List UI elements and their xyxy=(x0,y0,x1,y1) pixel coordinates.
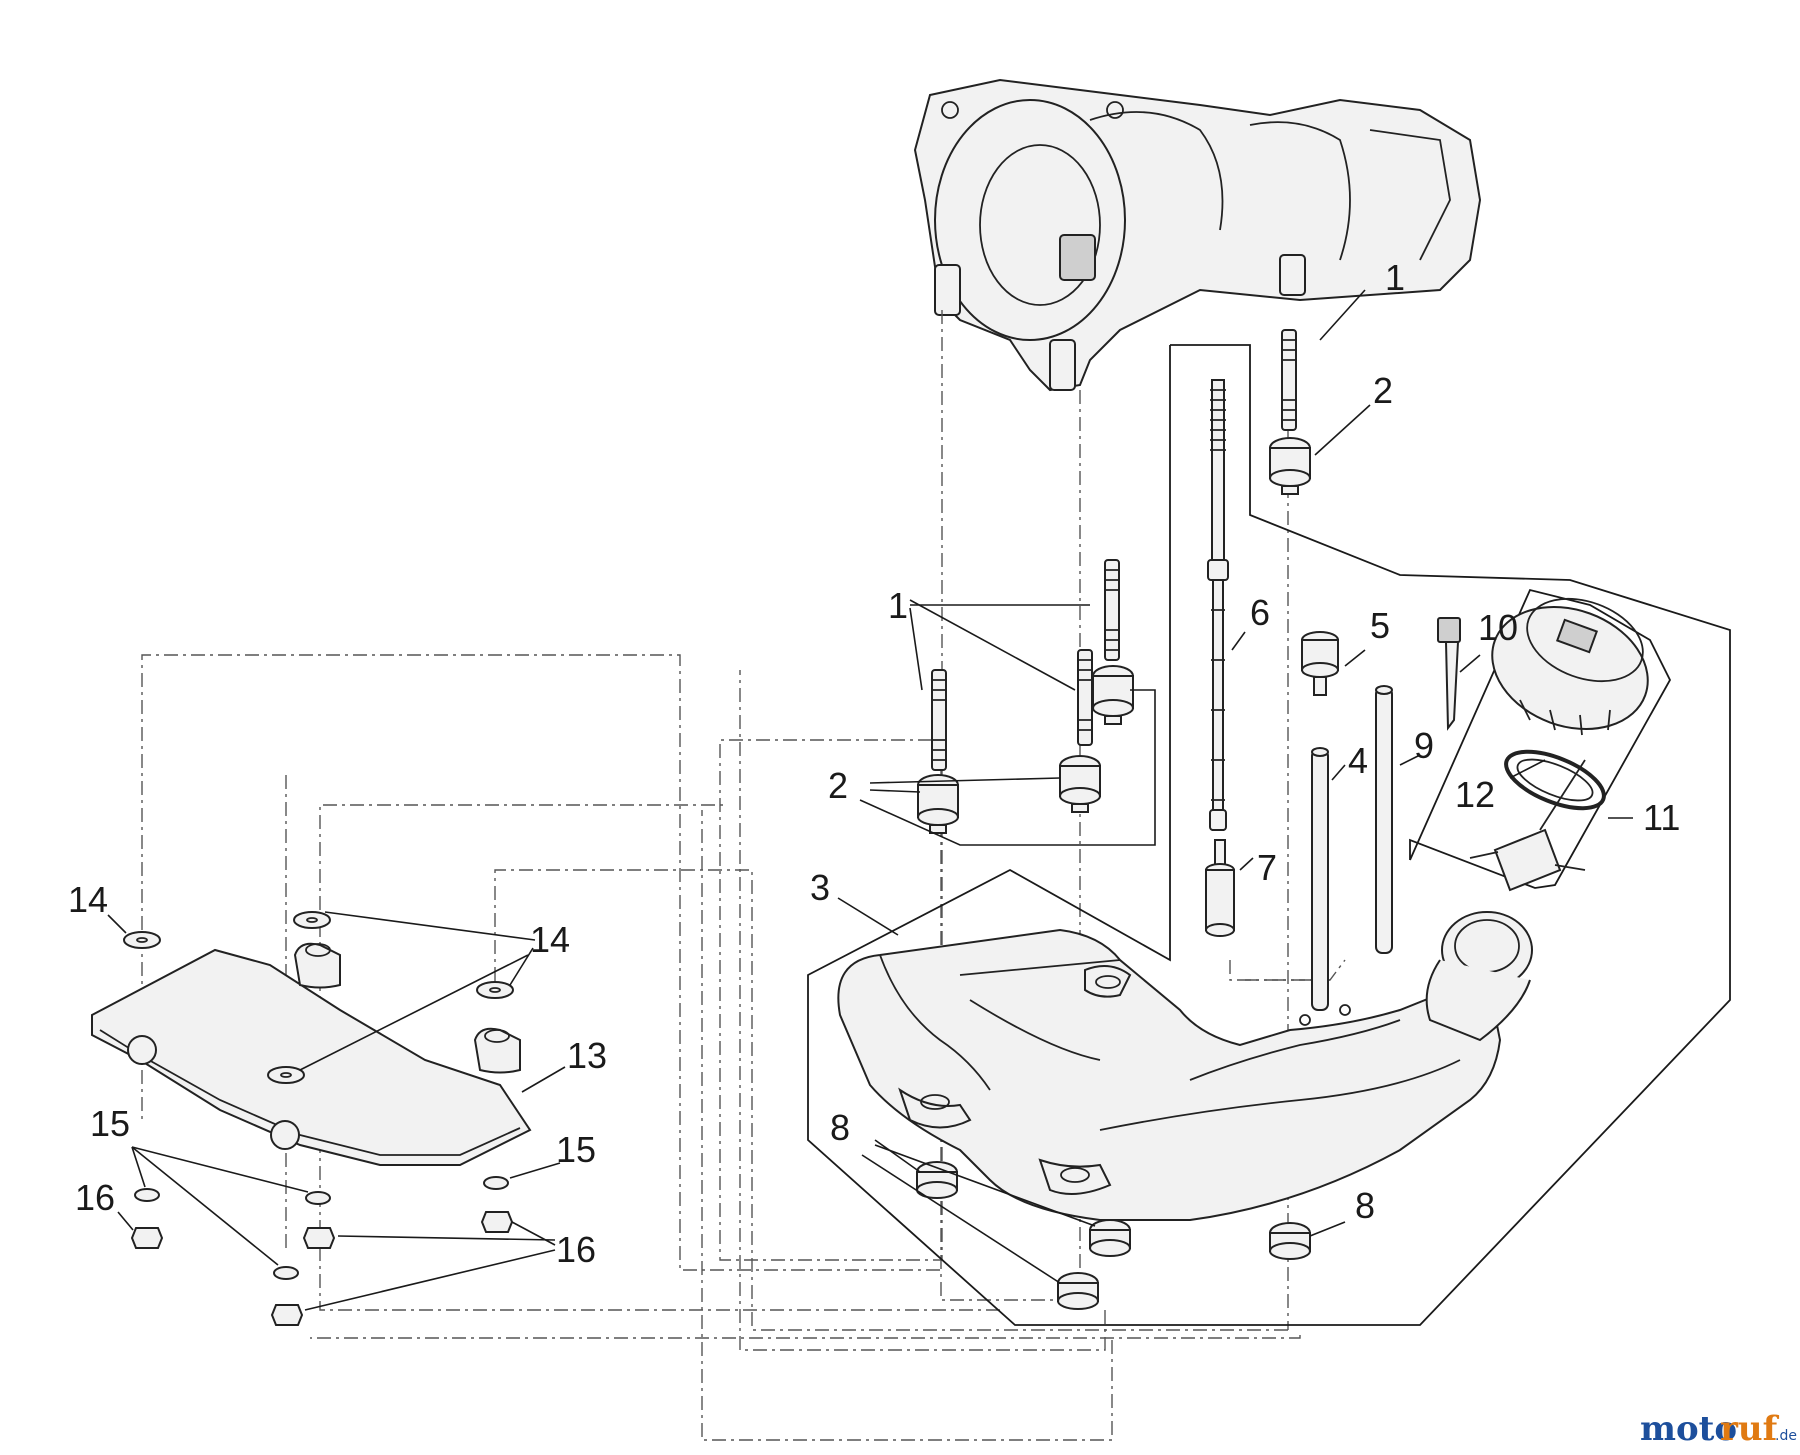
callout-4: 4 xyxy=(1348,740,1368,781)
washer-15-b xyxy=(305,1191,331,1205)
callout-1-mid: 1 xyxy=(888,585,908,626)
callout-14-right: 14 xyxy=(530,919,570,960)
callout-16-right: 16 xyxy=(556,1229,596,1270)
callout-9: 9 xyxy=(1414,725,1434,766)
bushing-mid-2 xyxy=(1059,755,1101,813)
rubber-mount-8-c xyxy=(1057,1272,1099,1310)
callout-8-right: 8 xyxy=(1355,1185,1375,1226)
watermark-part-a: moto xyxy=(1640,1409,1737,1449)
callout-6: 6 xyxy=(1250,592,1270,633)
callout-14-left: 14 xyxy=(68,879,108,920)
bushing-mid-1 xyxy=(917,774,959,834)
washer-14-d xyxy=(267,1066,305,1084)
callout-15-left: 15 xyxy=(90,1103,130,1144)
cable-tie xyxy=(1437,617,1461,731)
callout-10: 10 xyxy=(1478,607,1518,648)
fuel-cap-assembly xyxy=(1409,588,1672,892)
nut-16-d xyxy=(270,1304,304,1326)
callout-15-right: 15 xyxy=(556,1129,596,1170)
callout-2-mid: 2 xyxy=(828,765,848,806)
callout-5: 5 xyxy=(1370,605,1390,646)
callout-11: 11 xyxy=(1643,797,1680,838)
leader-lines xyxy=(107,289,1633,1311)
nut-16-a xyxy=(130,1227,164,1249)
washer-14-b xyxy=(293,911,331,929)
washer-14-a xyxy=(123,931,161,949)
watermark-suffix: .de xyxy=(1775,1428,1797,1444)
rubber-mount-8-a xyxy=(916,1161,958,1199)
washer-15-d xyxy=(273,1266,299,1280)
callout-8-left: 8 xyxy=(830,1107,850,1148)
fuel-filter xyxy=(1205,839,1235,937)
stud-right xyxy=(1281,329,1297,431)
grommet xyxy=(1301,631,1339,696)
rubber-mount-8-b xyxy=(1089,1219,1131,1257)
bushing-mid-3 xyxy=(1092,665,1134,725)
fuel-line-4 xyxy=(1311,747,1329,1011)
callout-1-top: 1 xyxy=(1385,257,1405,298)
engine-housing xyxy=(913,78,1482,392)
rubber-mount-8-d xyxy=(1269,1222,1311,1260)
nut-16-b xyxy=(302,1227,336,1249)
stud-mid-3 xyxy=(1104,559,1120,661)
fuel-tank xyxy=(837,911,1533,1221)
callout-2-top: 2 xyxy=(1373,370,1393,411)
callout-13: 13 xyxy=(567,1035,607,1076)
callout-labels: 1 2 1 2 3 6 5 10 4 9 12 11 7 8 8 14 14 1… xyxy=(68,257,1680,1270)
washer-15-c xyxy=(483,1176,509,1190)
alignment-lines xyxy=(141,310,1346,1441)
callout-12: 12 xyxy=(1455,774,1495,815)
nut-16-c xyxy=(480,1211,514,1233)
mounting-plate xyxy=(91,942,532,1166)
tank-group-outline xyxy=(807,344,1731,1326)
stud-mid-1 xyxy=(931,669,947,771)
fuel-pickup-line xyxy=(1207,379,1229,831)
callout-3: 3 xyxy=(810,867,830,908)
fuel-line-9 xyxy=(1375,685,1393,954)
stud-mid-2 xyxy=(1077,649,1093,746)
callout-16-left: 16 xyxy=(75,1177,115,1218)
watermark-logo: moto ruf .de xyxy=(1640,1409,1797,1449)
washer-15-a xyxy=(134,1188,160,1202)
callout-7: 7 xyxy=(1257,847,1277,888)
bushing-top xyxy=(1269,437,1311,495)
washer-14-c xyxy=(476,981,514,999)
watermark-part-b: ruf xyxy=(1720,1409,1780,1449)
